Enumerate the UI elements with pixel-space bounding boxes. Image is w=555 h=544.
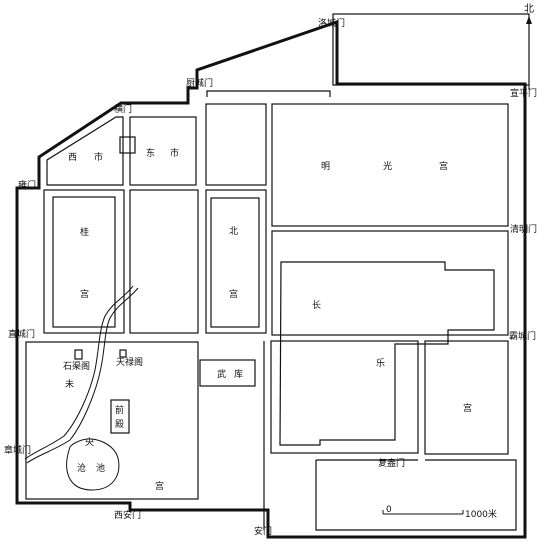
- mingguang-block: [271, 103, 509, 227]
- changle-lower-block-e: [424, 340, 509, 455]
- northeast-block: [332, 13, 530, 86]
- north-label: 北: [524, 3, 534, 15]
- changle-label-3: 宫: [463, 402, 472, 414]
- scale-start-label: 0: [386, 505, 392, 515]
- north-palace-label-1: 北: [229, 226, 238, 237]
- front-hall-label-1: 前: [115, 404, 124, 416]
- armory-label-2: 库: [234, 368, 243, 380]
- small-block-ne: [205, 103, 267, 186]
- west-market-label-1: 西: [68, 152, 77, 163]
- tianlu-label: 天禄阁: [116, 356, 143, 368]
- weiyang-label-3: 宫: [155, 480, 164, 492]
- north-palace: [210, 197, 260, 328]
- changle-palace: [279, 261, 495, 446]
- changle-label-2: 乐: [376, 357, 385, 369]
- east-market-block: [129, 116, 197, 186]
- gate-xuanping: 宣平门: [510, 87, 537, 99]
- front-hall-label-2: 殿: [115, 419, 124, 430]
- gate-fuang: 复盎门: [378, 457, 405, 469]
- changle-block: [271, 230, 509, 336]
- north-palace-block: [205, 189, 267, 334]
- gui-palace-block: [43, 189, 125, 334]
- water-channel-b: [24, 285, 134, 460]
- pond-label-2: 池: [96, 462, 105, 474]
- armory-block: [199, 359, 256, 387]
- gui-palace: [52, 196, 116, 328]
- gate-qingming: 清明门: [510, 223, 537, 235]
- armory-label-1: 武: [217, 368, 226, 380]
- weiyang-block: [25, 341, 199, 500]
- gate-bacheng: 霸城门: [509, 330, 536, 342]
- city-wall: [15, 19, 527, 539]
- changle-lower-block-w: [270, 340, 419, 454]
- mingguang-label-1: 明: [321, 161, 330, 172]
- north-arrow: 北: [524, 3, 534, 90]
- gui-palace-label-2: 宫: [80, 288, 89, 300]
- water-channel-a: [26, 287, 139, 464]
- east-market-label-1: 东: [146, 147, 155, 159]
- cang-pond: [66, 438, 120, 491]
- tianlu-pavilion: [119, 349, 127, 358]
- changle-label-1: 长: [312, 299, 321, 311]
- shiqu-label: 石渠阁: [63, 360, 90, 372]
- gate-yong: 雍门: [18, 179, 36, 191]
- mingguang-label-2: 光: [383, 160, 392, 172]
- weiyang-label-2: 央: [85, 436, 94, 448]
- scale-bar: 0 1000米: [382, 505, 497, 520]
- north-arrow-head: [526, 16, 532, 24]
- waterway: [24, 285, 139, 491]
- south-strip: [263, 341, 517, 531]
- east-market-label-2: 市: [170, 147, 179, 159]
- heng-gate-tower: [119, 136, 136, 154]
- gate-luocheng: 洛城门: [318, 17, 345, 29]
- weiyang-label-1: 未: [65, 378, 74, 390]
- street-blocks: [25, 13, 530, 531]
- gate-heng: 横门: [114, 103, 132, 115]
- front-hall: [110, 399, 130, 434]
- north-palace-label-2: 宫: [229, 288, 238, 300]
- weiyang-building-labels: 石渠阁 天禄阁 前 殿 沧 池: [63, 356, 143, 474]
- pond-label-1: 沧: [77, 462, 86, 474]
- gate-an: 安门: [254, 525, 272, 537]
- west-market-block: [46, 116, 124, 186]
- shiqu-pavilion: [74, 349, 83, 360]
- north-strip: [206, 90, 331, 97]
- district-labels: 西 市 东 市 桂 宫 北 宫 明 光 宫 长 乐 宫 未 央 宫 武 库: [65, 147, 472, 492]
- gui-palace-label-1: 桂: [80, 226, 89, 238]
- gate-chucheng: 厨城门: [186, 77, 213, 89]
- mingguang-label-3: 宫: [439, 160, 448, 172]
- middle-block: [129, 189, 199, 334]
- scale-end-label: 1000米: [465, 508, 497, 520]
- gate-labels: 洛城门 厨城门 横门 雍门 直城门 章城门 西安门 安门 复盎门 霸城门 清明门…: [4, 17, 537, 537]
- gate-xian: 西安门: [114, 509, 141, 521]
- west-market-label-2: 市: [94, 151, 103, 163]
- gate-zhangcheng: 章城门: [4, 444, 31, 456]
- gate-zhicheng: 直城门: [8, 328, 35, 340]
